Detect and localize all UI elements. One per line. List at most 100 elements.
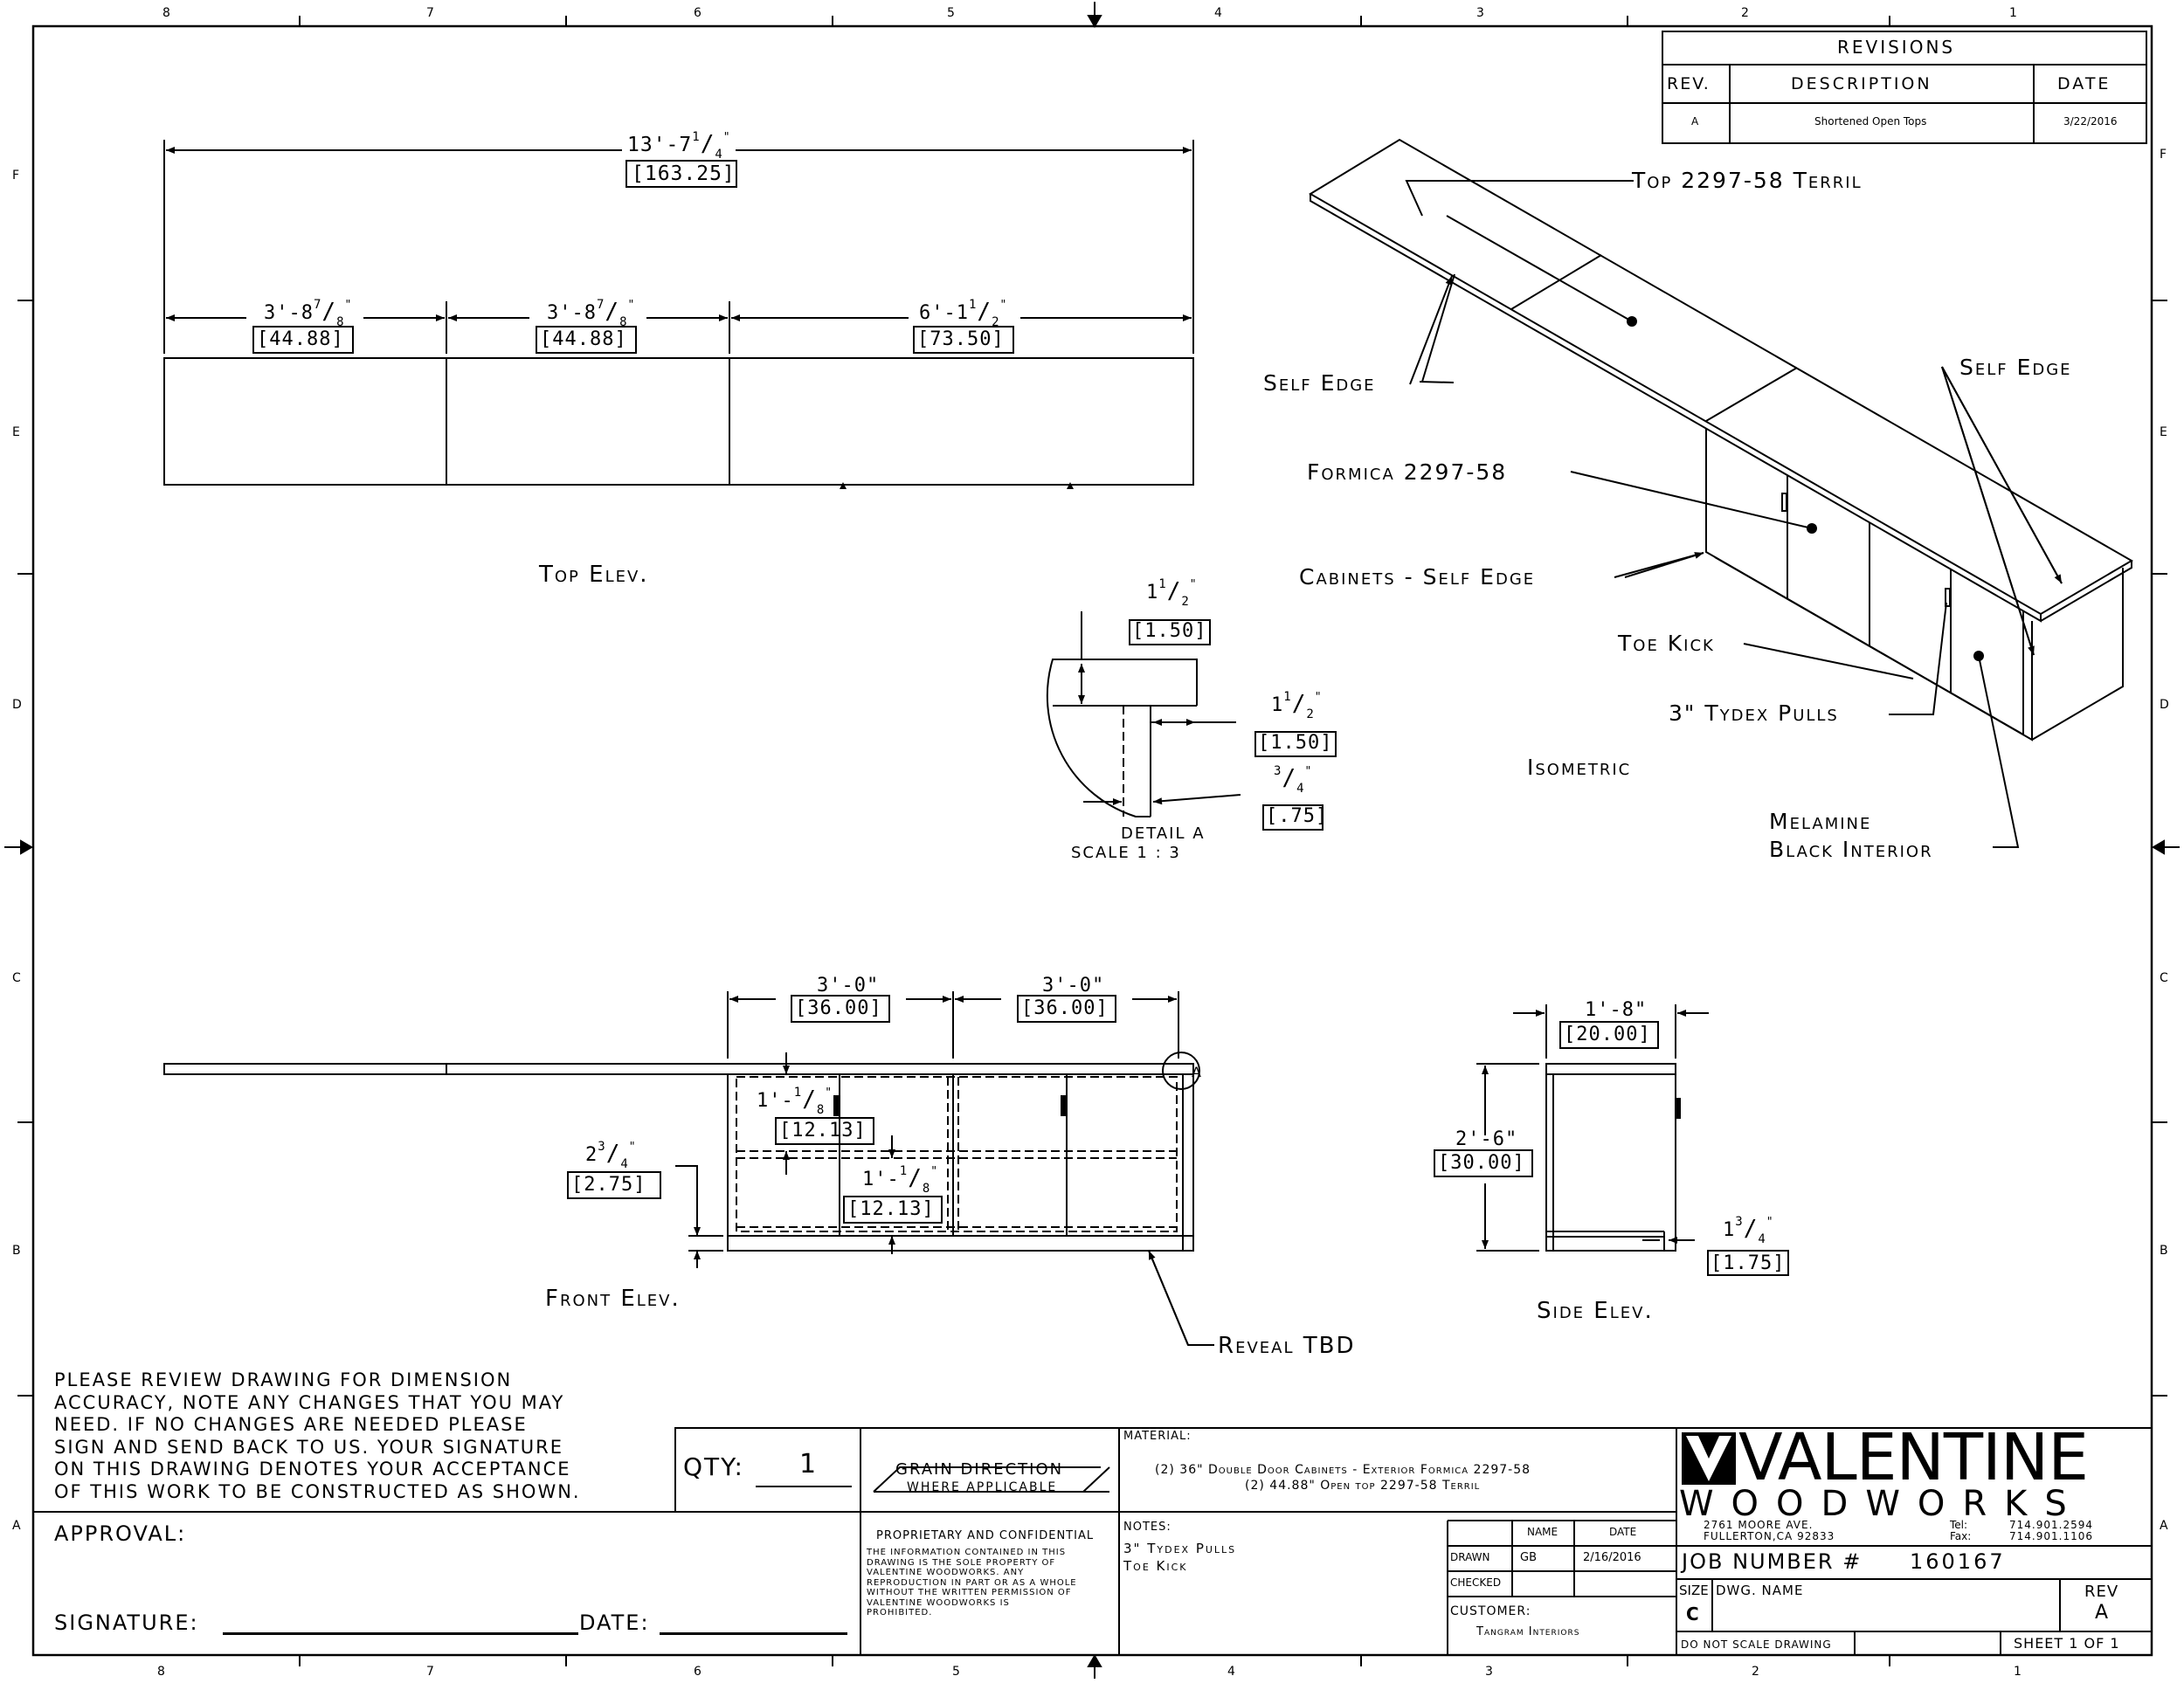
detail-dim2-dec: [1.50]	[1258, 732, 1333, 754]
signature-label: SIGNATURE:	[54, 1611, 199, 1635]
description-header: DESCRIPTION	[1791, 74, 1932, 93]
callout-self-edge-right: Self Edge	[1959, 355, 2072, 380]
seg3-dec: [73.50]	[917, 328, 1005, 350]
toe-dim: 23/4"	[585, 1140, 637, 1171]
proprietary-line: THE INFORMATION CONTAINED IN THIS	[867, 1548, 1067, 1557]
zone-bottom-2: 2	[1752, 1665, 1759, 1679]
zone-left-D: D	[12, 698, 22, 712]
size-value: C	[1686, 1604, 1699, 1624]
zone-bottom-7: 7	[426, 1665, 434, 1679]
front-dim-left: 3'-0"	[817, 975, 880, 997]
zone-right-D: D	[2160, 698, 2169, 712]
isometric-label: Isometric	[1527, 755, 1632, 780]
overall-dec: [163.25]	[632, 162, 736, 185]
side-toe-dec: [1.75]	[1711, 1252, 1786, 1274]
review-note-line: SIGN AND SEND BACK TO US. YOUR SIGNATURE	[54, 1436, 563, 1458]
zone-bottom-1: 1	[2014, 1665, 2022, 1679]
front-elevation	[163, 991, 1214, 1346]
rev-block-label: REV	[2084, 1583, 2119, 1601]
material-line-1: (2) 36" Double Door Cabinets - Exterior …	[1155, 1463, 1531, 1477]
proprietary-line: WITHOUT THE WRITTEN PERMISSION OF	[867, 1588, 1072, 1597]
detail-dim1: 11/2"	[1146, 577, 1198, 609]
center-arrows	[4, 2, 2180, 1679]
side-toe-dim: 13/4"	[1723, 1215, 1774, 1246]
zone-bottom-5: 5	[952, 1665, 960, 1679]
zone-top-6: 6	[694, 6, 702, 20]
zone-top-7: 7	[426, 6, 434, 20]
date-field[interactable]	[660, 1633, 847, 1635]
rev-header: REV.	[1667, 74, 1711, 93]
grain-direction: GRAIN DIRECTION	[895, 1460, 1064, 1479]
review-note-line: OF THIS WORK TO BE CONSTRUCTED AS SHOWN.	[54, 1480, 581, 1502]
front-dim-right-dec: [36.00]	[1021, 997, 1109, 1019]
date-col-header: DATE	[1609, 1526, 1637, 1538]
zone-left-A: A	[12, 1519, 21, 1533]
zone-ticks	[17, 16, 2167, 1666]
callout-melamine-2: Black Interior	[1769, 837, 1933, 862]
zone-top-5: 5	[947, 6, 955, 20]
address-2: FULLERTON,CA 92833	[1704, 1530, 1835, 1542]
drawn-date: 2/16/2016	[1583, 1551, 1641, 1564]
detail-dim3-dec: [.75]	[1266, 805, 1329, 827]
seg3-dim: 6'-11/2"	[919, 298, 1008, 329]
top-elev-label: Top Elev.	[539, 562, 649, 588]
detail-marker: A	[1192, 1064, 1201, 1080]
revisions-title: REVISIONS	[1837, 37, 1956, 58]
zone-bottom-3: 3	[1485, 1665, 1493, 1679]
qty-label: QTY:	[683, 1452, 744, 1481]
date-header: DATE	[2057, 74, 2111, 93]
drawn-label: DRAWN	[1450, 1551, 1490, 1563]
job-number-value: 160167	[1910, 1549, 2006, 1574]
rev-row-description: Shortened Open Tops	[1814, 115, 1927, 128]
callout-melamine-1: Melamine	[1769, 809, 1872, 834]
side-elevation	[1434, 1004, 1789, 1276]
material-label: MATERIAL:	[1123, 1430, 1192, 1443]
detail-dim1-dec: [1.50]	[1132, 620, 1207, 642]
zone-right-C: C	[2160, 971, 2168, 985]
material-line-2: (2) 44.88" Open top 2297-58 Terril	[1245, 1479, 1481, 1493]
customer-value: Tangram Interiors	[1476, 1625, 1580, 1638]
side-height-dim: 2'-6"	[1455, 1128, 1518, 1150]
side-depth-dim: 1'-8"	[1585, 999, 1648, 1021]
company-name: VALENTINE	[1738, 1420, 2089, 1495]
zone-bottom-4: 4	[1227, 1665, 1235, 1679]
address-1: 2761 MOORE AVE.	[1704, 1519, 1814, 1531]
size-label: SIZE	[1679, 1583, 1709, 1598]
zone-left-B: B	[12, 1244, 21, 1258]
qty-value[interactable]: 1	[799, 1449, 817, 1480]
toe-dec: [2.75]	[571, 1174, 646, 1196]
seg2-dec: [44.88]	[540, 328, 627, 350]
detail-dim2: 11/2"	[1271, 690, 1323, 721]
note-2: Toe Kick	[1123, 1558, 1188, 1574]
overall-dim: 13'-71/4"	[627, 130, 731, 162]
zone-top-4: 4	[1214, 6, 1222, 20]
shelf2-dec: [12.13]	[847, 1198, 935, 1220]
signature-field[interactable]	[223, 1633, 578, 1635]
company-woodworks: WOODWORKS	[1679, 1484, 2084, 1524]
callout-formica: Formica 2297-58	[1307, 459, 1508, 485]
callout-cabinets: Cabinets - Self Edge	[1299, 564, 1536, 590]
shelf1-dim: 1'-1/8"	[757, 1086, 833, 1117]
proprietary-line: DRAWING IS THE SOLE PROPERTY OF	[867, 1557, 1056, 1568]
proprietary-line: PROHIBITED.	[867, 1608, 933, 1617]
zone-top-3: 3	[1476, 6, 1484, 20]
valentine-logo-mark	[1682, 1432, 1736, 1485]
grain-where: WHERE APPLICABLE	[907, 1480, 1058, 1494]
customer-label: CUSTOMER:	[1450, 1604, 1531, 1618]
review-note-line: ON THIS DRAWING DENOTES YOUR ACCEPTANCE	[54, 1459, 571, 1480]
review-note-line: PLEASE REVIEW DRAWING FOR DIMENSION	[54, 1369, 513, 1390]
job-number-label: JOB NUMBER #	[1682, 1549, 1863, 1574]
detail-title: DETAIL A	[1121, 824, 1206, 843]
callout-top: Top 2297-58 Terril	[1632, 168, 1863, 193]
detail-a	[1046, 611, 1337, 831]
sheet-frame	[31, 24, 2153, 1657]
top-elev-marks	[840, 482, 1074, 489]
zone-left-F: F	[12, 169, 20, 183]
rev-row-date: 3/22/2016	[2063, 115, 2118, 128]
zone-top-1: 1	[2009, 6, 2017, 20]
zone-left-E: E	[12, 425, 20, 439]
seg1-dec: [44.88]	[257, 328, 344, 350]
proprietary-line: VALENTINE WOODWORKS IS	[867, 1597, 1010, 1608]
side-elev-label: Side Elev.	[1537, 1298, 1654, 1324]
